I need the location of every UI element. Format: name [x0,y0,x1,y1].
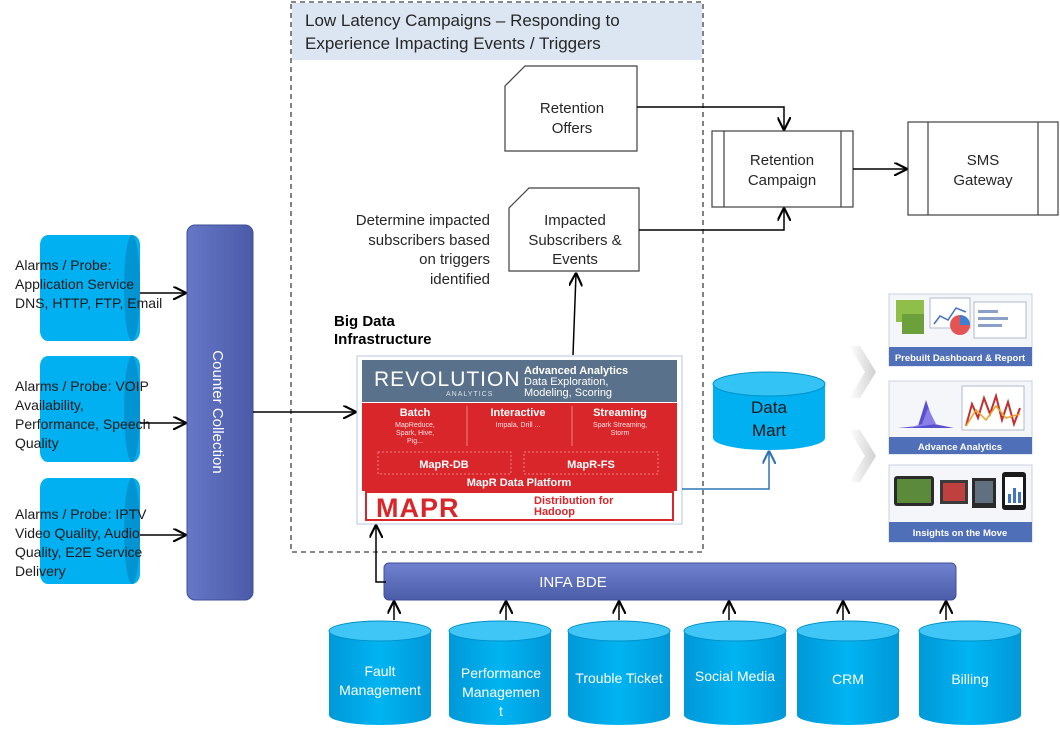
determine-note-line1: Determine impacted [356,212,490,229]
data-mart-line2: Mart [752,421,786,440]
determine-note-line2: subscribers based [368,232,490,249]
source-cylinder-fault [328,620,432,725]
impacted-subscribers-box [508,187,640,272]
mapr-fs-label: MapR-FS [567,459,615,471]
source-1-line2: Management [339,682,421,698]
probe-2-line3: Performance, Speech [15,416,150,432]
mapr-db-label: MapR-DB [419,459,469,471]
sms-gateway-line1: SMS [967,152,1000,169]
sms-gateway-box [907,121,1059,216]
batch-line1: MapReduce, [395,422,435,429]
source-1-line1: Fault [364,663,395,679]
impacted-line1: Impacted [544,212,606,229]
mapr-logo: MAPR [376,493,460,523]
probe-3-line2: Video Quality, Audio [15,525,140,541]
probe-cylinder-1 [40,235,140,341]
probe-cylinder-3 [40,478,140,584]
panel-insights: Insights on the Move [888,464,1033,543]
campaign-title-line2: Experience Impacting Events / Triggers [305,34,601,53]
revolution-analytics-small: ANALYTICS [446,391,493,398]
distribution-line1: Distribution for [534,495,614,507]
source-cylinder-performance [448,620,552,725]
streaming-title: Streaming [593,407,647,419]
source-3-line1: Trouble Ticket [575,670,663,686]
source-2-line3: t [499,703,503,719]
arrow-bigdata-to-datamart [682,452,769,490]
advanced-analytics-line3: Modeling, Scoring [524,387,612,399]
probe-1-line2: Application Service [15,276,134,292]
retention-campaign-line1: Retention [750,152,814,169]
counter-collection-label: Counter Collection [209,350,226,473]
panel-advance-analytics: Advance Analytics [888,380,1033,455]
big-data-stack: REVOLUTION ANALYTICS Advanced Analytics … [356,355,683,525]
advanced-analytics-line2: Data Exploration, [524,376,608,388]
retention-offers-line1: Retention [540,100,604,117]
data-mart-line1: Data [751,398,787,417]
interactive-line1: Impala, Drill ... [496,422,541,429]
streaming-line2: Storm [611,430,630,437]
source-6-line1: Billing [951,671,988,687]
data-mart-cylinder [712,371,826,450]
impacted-line2: Subscribers & [528,232,621,249]
panel-2-label: Advance Analytics [918,442,1002,453]
probe-1-line3: DNS, HTTP, FTP, Email [15,295,162,311]
source-2-line1: Performance [461,665,541,681]
infa-bde-bar [383,562,957,601]
chevron-icon-2 [849,430,876,482]
infa-bde-label: INFA BDE [539,574,607,591]
probe-2-line4: Quality [15,435,59,451]
probe-cylinder-2 [40,356,140,462]
batch-line2: Spark, Hive, [396,430,434,437]
arrow-infa-to-bigdata [376,526,386,583]
determine-note-line4: identified [430,271,490,288]
campaign-title-bg [292,3,702,60]
arrow-offers-to-campaign [637,106,784,129]
interactive-title: Interactive [490,407,545,419]
source-cylinder-social [683,620,787,725]
chevron-icon-1 [849,346,876,398]
source-4-line1: Social Media [695,668,775,684]
retention-offers-line2: Offers [552,120,593,137]
probe-3-line4: Delivery [15,563,66,579]
panel-dashboard: Prebuilt Dashboard & Report [888,293,1033,367]
source-5-line1: CRM [832,671,864,687]
panel-3-label: Insights on the Move [913,528,1007,539]
impacted-line3: Events [552,251,598,268]
source-cylinder-crm [796,620,900,725]
sms-gateway-line2: Gateway [953,172,1013,189]
probe-2-line2: Availability, [15,397,84,413]
source-2-line2: Managemen [462,684,540,700]
determine-note-line3: on triggers [419,251,490,268]
big-data-label-line2: Infrastructure [334,331,432,348]
probe-3-line3: Quality, E2E Service [15,544,143,560]
probe-3-line1: Alarms / Probe: IPTV [15,506,147,522]
campaign-title-line1: Low Latency Campaigns – Responding to [305,11,620,30]
panel-1-label: Prebuilt Dashboard & Report [895,353,1026,364]
advanced-analytics-title: Advanced Analytics [524,365,628,377]
big-data-label-line1: Big Data [334,313,396,330]
source-cylinder-trouble [567,620,671,725]
mapr-platform-label: MapR Data Platform [467,477,572,489]
retention-campaign-box [711,130,854,208]
probe-1-line1: Alarms / Probe: [15,257,111,273]
streaming-line1: Spark Streaming, [593,422,647,429]
source-cylinder-billing [918,620,1022,725]
retention-offers-box [504,65,638,152]
arrow-bigdata-to-impacted [573,274,576,356]
revolution-logo: REVOLUTION [374,368,521,391]
retention-campaign-line2: Campaign [748,172,816,189]
campaign-region [290,1,704,553]
batch-line3: Pig... [407,438,423,445]
batch-title: Batch [400,407,431,419]
probe-2-line1: Alarms / Probe: VOIP [15,378,149,394]
arrow-impacted-to-campaign [639,209,784,231]
distribution-line2: Hadoop [534,506,575,518]
